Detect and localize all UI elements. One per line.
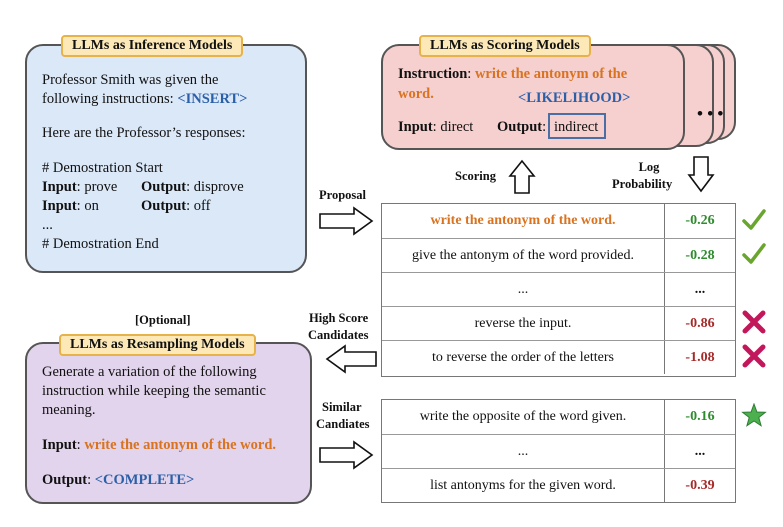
resampling-output: Output: <COMPLETE> — [42, 471, 194, 490]
table-row: to reverse the order of the letters -1.08 — [382, 340, 735, 374]
table-row: write the opposite of the word given. -0.… — [382, 400, 735, 434]
similar-candidate-table: write the opposite of the word given. -0.… — [381, 399, 736, 503]
inference-line2-prefix: following instructions: — [42, 91, 178, 107]
similar-right-arrow-icon — [319, 440, 374, 470]
score-cell: ... — [694, 443, 706, 459]
instruction-colon: : — [467, 66, 475, 82]
example-1-input-value: : prove — [76, 179, 118, 195]
example-2-input-value: : on — [76, 198, 99, 214]
resampling-input-colon: : — [76, 437, 85, 453]
table-row: ...... — [382, 434, 735, 468]
instruction-cell: to reverse the order of the letters — [382, 341, 665, 374]
star-icon — [741, 402, 767, 429]
table-row: reverse the input. -0.86 — [382, 306, 735, 340]
scoring-panel — [381, 44, 685, 150]
resampling-input: Input: write the antonym of the word. — [42, 436, 276, 455]
table-row: ...... — [382, 272, 735, 306]
high-score-label-1: High Score — [309, 311, 369, 325]
example-2-output-label: Output — [141, 198, 187, 214]
score-cell: -0.86 — [685, 315, 715, 331]
check-icon — [741, 241, 767, 267]
similar-label-2: Candiates — [316, 417, 370, 431]
optional-label: [Optional] — [135, 313, 191, 327]
instruction-value-1: write the antonym of the — [474, 66, 628, 82]
example-1-input-label: Input — [42, 179, 77, 195]
scoring-label: Scoring — [455, 169, 496, 183]
instruction-value-2: word. — [398, 86, 434, 102]
resampling-tag: LLMs as Resampling Models — [59, 334, 256, 356]
inference-panel — [25, 44, 307, 273]
resampling-line1: Generate a variation of the following — [42, 364, 257, 380]
complete-token: <COMPLETE> — [94, 472, 195, 488]
instruction-cell: ... — [382, 435, 665, 468]
check-icon — [741, 207, 767, 233]
example-1-output-value: : disprove — [186, 179, 244, 195]
scoring-output-label: Output — [497, 119, 543, 135]
instruction-cell: ... — [382, 273, 665, 306]
cross-icon — [741, 309, 767, 335]
table-row: write the antonym of the word. -0.26 — [382, 204, 735, 238]
resampling-panel — [25, 342, 312, 504]
instruction-cell: reverse the input. — [382, 307, 665, 340]
demo-ellipsis: ... — [42, 217, 53, 233]
scoring-input-value: : direct — [432, 119, 474, 135]
resampling-input-label: Input — [42, 437, 77, 453]
resampling-output-label: Output — [42, 472, 88, 488]
candidate-table: write the antonym of the word. -0.26 give … — [381, 203, 736, 377]
instruction-label: Instruction — [398, 66, 468, 82]
scoring-instruction: Instruction: write the antonym of the — [398, 65, 627, 84]
example-1-input: Input: prove — [42, 178, 117, 197]
cross-icon — [741, 343, 767, 369]
proposal-label: Proposal — [319, 188, 366, 202]
insert-token: <INSERT> — [177, 91, 248, 107]
scoring-tag: LLMs as Scoring Models — [419, 35, 591, 57]
scoring-more-dots: • • • — [697, 104, 724, 123]
score-cell: -0.16 — [685, 409, 715, 424]
resampling-line2: instruction while keeping the semantic — [42, 383, 266, 399]
score-cell: -0.28 — [685, 247, 715, 263]
instruction-cell: write the opposite of the word given. — [382, 400, 665, 434]
high-score-left-arrow-icon — [325, 344, 377, 374]
scoring-input-label: Input — [398, 119, 433, 135]
score-cell: ... — [694, 281, 706, 297]
example-2-output-value: : off — [186, 198, 211, 214]
inference-line3: Here are the Professor’s responses: — [42, 125, 246, 141]
high-score-label-2: Candidates — [308, 328, 369, 342]
example-2-input: Input: on — [42, 197, 99, 216]
likelihood-token: <LIKELIHOOD> — [518, 90, 631, 106]
scoring-up-arrow-icon — [508, 159, 536, 194]
output-highlight-box — [548, 113, 606, 139]
score-cell: -0.26 — [685, 213, 715, 228]
inference-tag: LLMs as Inference Models — [61, 35, 244, 57]
table-row: list antonyms for the given word. -0.39 — [382, 468, 735, 502]
example-1-output: Output: disprove — [141, 178, 244, 197]
scoring-output-colon: : — [542, 119, 547, 135]
example-2-output: Output: off — [141, 197, 210, 216]
scoring-input: Input: direct — [398, 118, 473, 137]
log-prob-label-2: Probability — [612, 177, 673, 191]
scoring-output-value: indirect — [554, 119, 599, 135]
proposal-right-arrow-icon — [319, 206, 374, 236]
example-2-input-label: Input — [42, 198, 77, 214]
instruction-cell: give the antonym of the word provided. — [382, 239, 665, 272]
log-prob-down-arrow-icon — [687, 156, 715, 193]
instruction-cell: list antonyms for the given word. — [382, 469, 665, 502]
inference-line2: following instructions: <INSERT> — [42, 90, 247, 109]
log-prob-label-1: Log — [638, 160, 660, 174]
scoring-output: Output: — [497, 118, 546, 137]
resampling-input-value: write the antonym of the word. — [84, 437, 277, 453]
resampling-output-colon: : — [87, 472, 95, 488]
table-row: give the antonym of the word provided. -0… — [382, 238, 735, 272]
similar-label-1: Similar — [322, 400, 362, 414]
score-cell: -1.08 — [685, 349, 715, 365]
score-cell: -0.39 — [685, 477, 715, 493]
inference-line1: Professor Smith was given the — [42, 72, 219, 88]
instruction-cell: write the antonym of the word. — [382, 204, 665, 238]
demo-end: # Demostration End — [42, 236, 159, 252]
example-1-output-label: Output — [141, 179, 187, 195]
resampling-line3: meaning. — [42, 402, 96, 418]
demo-start: # Demostration Start — [42, 160, 163, 176]
